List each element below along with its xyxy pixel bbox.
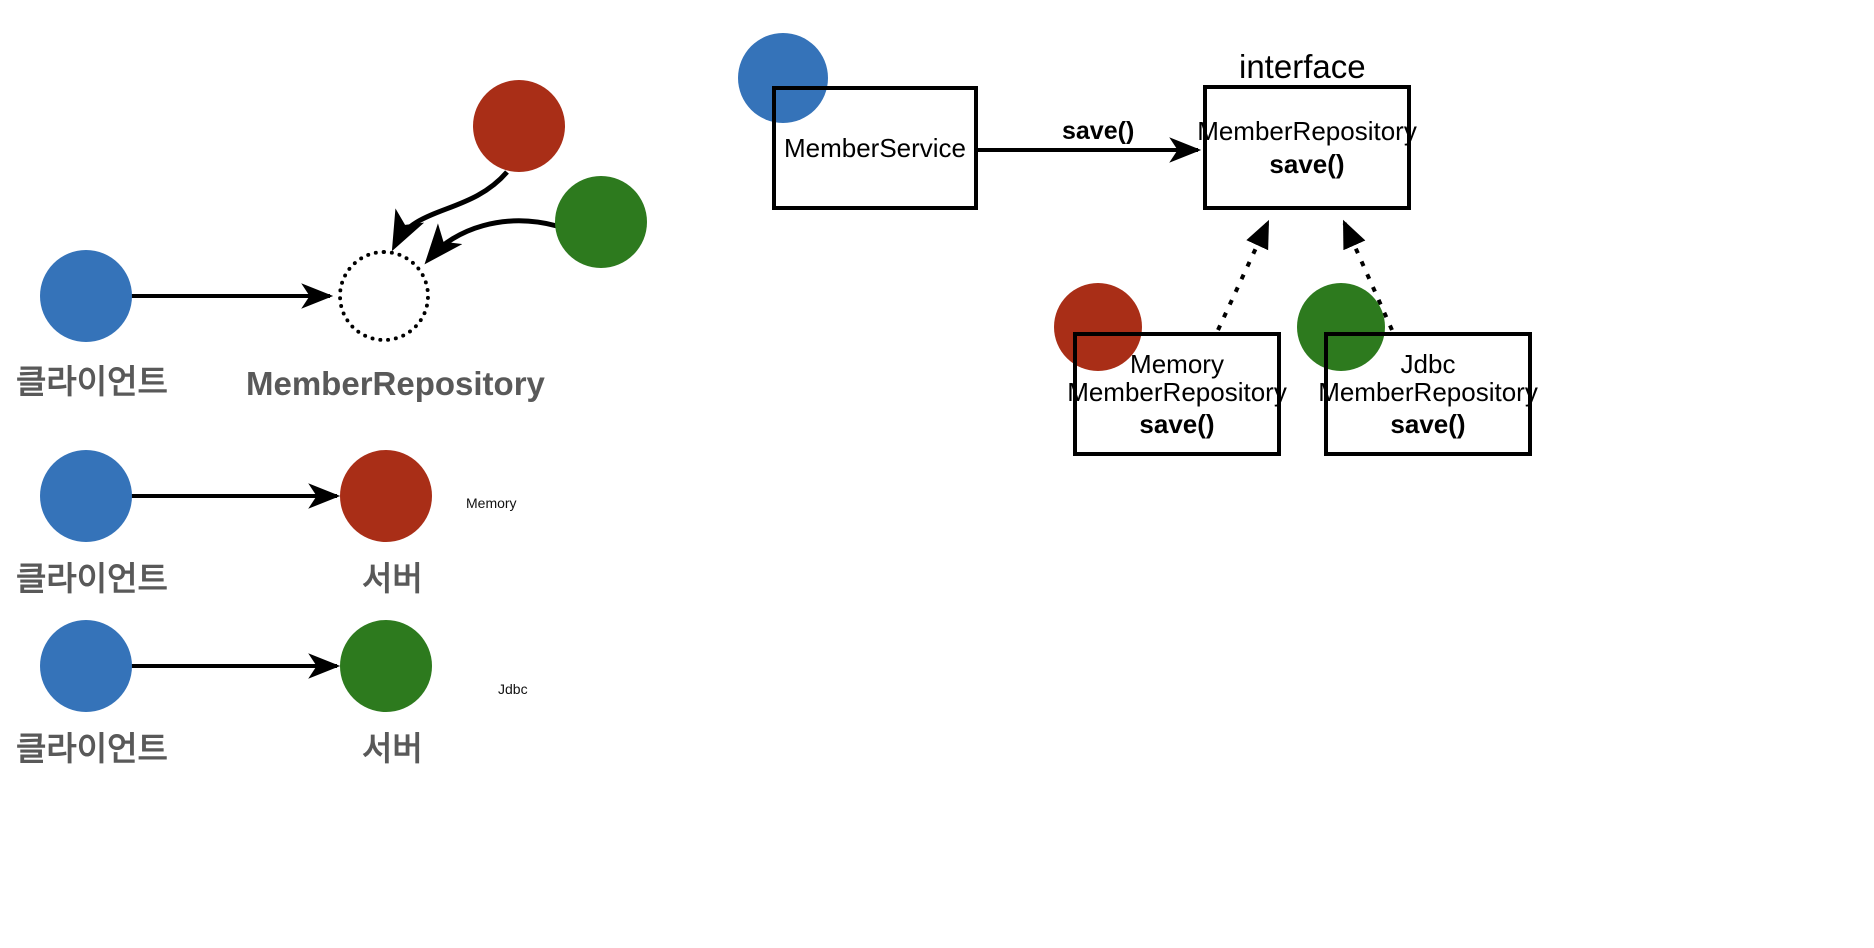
jdbc-repository-actor-circle <box>1297 283 1385 371</box>
memory-impl-note: Memory <box>466 495 517 511</box>
interface-stereotype-label: interface <box>1239 48 1366 85</box>
member-repository-interface-box[interactable]: MemberRepository save() <box>1197 85 1417 210</box>
client-label-jdbc-row: 클라이언트 <box>16 730 168 767</box>
jdbc-member-repository-method: save() <box>1390 409 1466 440</box>
memory-member-repository-name-line1: Memory <box>1130 348 1224 379</box>
client-label-memory-row: 클라이언트 <box>16 560 168 597</box>
client-label-abstraction: 클라이언트 <box>16 363 168 400</box>
memory-member-repository-method: save() <box>1139 409 1215 440</box>
memory-member-repository-box[interactable]: Memory MemberRepository save() <box>1067 332 1287 456</box>
client-circle-memory-row <box>40 450 132 542</box>
server-circle-memory-row <box>340 450 432 542</box>
repository-label-abstraction: MemberRepository <box>246 365 545 402</box>
jdbc-impl-circle-abstraction <box>555 176 647 268</box>
member-service-name: MemberService <box>783 132 967 163</box>
jdbc-impl-note: Jdbc <box>498 681 528 697</box>
server-label-jdbc-row: 서버 <box>362 730 423 767</box>
member-service-actor-circle <box>738 33 828 123</box>
jdbc-member-repository-box[interactable]: Jdbc MemberRepository save() <box>1318 332 1538 456</box>
member-service-box[interactable]: MemberService <box>772 86 978 210</box>
repository-role-circle <box>338 250 430 342</box>
save-call-edge-label: save() <box>1062 117 1135 145</box>
member-repository-name: MemberRepository <box>1197 116 1417 147</box>
curve-memory-to-repository <box>391 170 509 252</box>
member-repository-method: save() <box>1269 148 1345 179</box>
memory-impl-circle-abstraction <box>473 80 565 172</box>
client-circle-abstraction <box>40 250 132 342</box>
memory-repository-actor-circle <box>1054 283 1142 371</box>
realization-memory-to-interface <box>1216 219 1270 331</box>
server-circle-jdbc-row <box>340 620 432 712</box>
jdbc-member-repository-name-line1: Jdbc <box>1400 348 1456 379</box>
server-label-memory-row: 서버 <box>362 560 423 597</box>
jdbc-member-repository-name-line2: MemberRepository <box>1318 376 1538 407</box>
memory-member-repository-name-line2: MemberRepository <box>1067 376 1287 407</box>
client-circle-jdbc-row <box>40 620 132 712</box>
curve-jdbc-to-repository <box>424 218 558 265</box>
